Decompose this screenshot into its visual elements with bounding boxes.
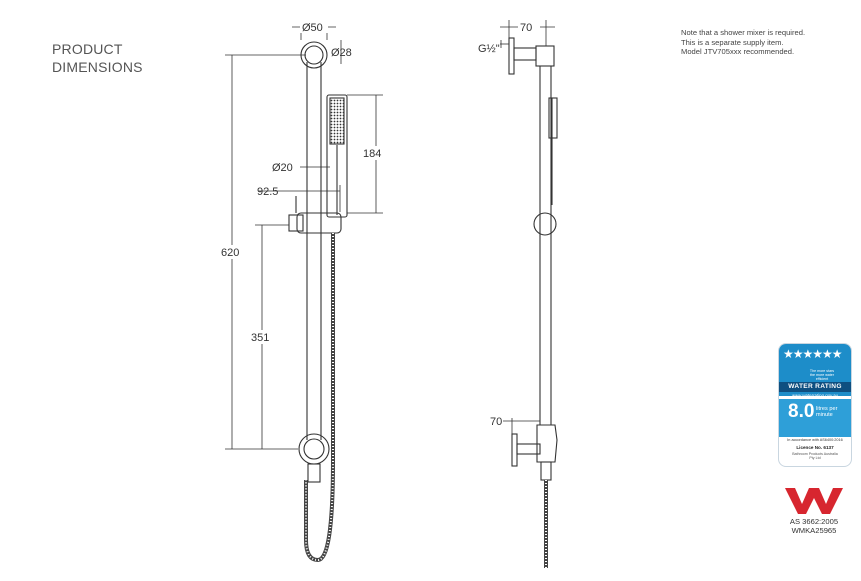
bottom-outlet-connector xyxy=(307,463,321,483)
water-rating-unit: litres per minute xyxy=(816,406,838,418)
front-view-dimensions xyxy=(225,20,383,450)
water-rating-url: www.waterrating.gov.au xyxy=(791,393,839,398)
watermark-w-icon xyxy=(785,488,843,514)
water-rating-tagline: The more stars the more water efficient xyxy=(809,369,835,381)
hose xyxy=(304,233,335,563)
bottom-outlet-body xyxy=(536,424,558,463)
handpiece-spray-face xyxy=(329,97,345,145)
side-view xyxy=(508,37,558,568)
dim-side-depth-top: 70 xyxy=(520,22,532,34)
water-rating-stars: ★★★★★★ xyxy=(783,347,843,361)
heading-line-1: PRODUCT xyxy=(52,41,123,57)
note-line-3: Model JTV705xxx recommended. xyxy=(681,47,795,57)
bottom-outlet-arm xyxy=(516,443,541,455)
heading-line-2: DIMENSIONS xyxy=(52,59,143,75)
dim-handle-diameter: Ø20 xyxy=(272,162,293,174)
dim-side-depth-bottom: 70 xyxy=(490,416,502,428)
watermark-licence: WMKA25965 xyxy=(791,526,837,536)
dim-rail-diameter: Ø28 xyxy=(331,47,352,59)
water-rating-holder: Bathroom Products Australia Pty Ltd xyxy=(792,452,838,461)
dim-rail-mount-diameter: Ø50 xyxy=(302,22,323,34)
top-inlet-arm xyxy=(513,47,537,61)
top-mount-head xyxy=(535,45,555,67)
bottom-wall-flange xyxy=(511,433,518,467)
bottom-hose-connector xyxy=(540,461,552,481)
side-slider-knob xyxy=(533,212,557,236)
mixer-note: Note that a shower mixer is required. Th… xyxy=(681,28,805,57)
note-line-1: Note that a shower mixer is required. xyxy=(681,28,806,37)
front-view xyxy=(288,41,348,563)
dim-lower-height: 351 xyxy=(251,332,269,344)
water-rating-accordance: In accordance with AS6400:2016 xyxy=(787,438,843,442)
bottom-outlet-inner xyxy=(303,438,325,460)
hose-coil xyxy=(305,233,334,562)
dim-overall-height: 620 xyxy=(221,247,239,259)
water-rating-licence: Licence No. 6137 xyxy=(796,445,834,450)
water-rating-title: WATER RATING xyxy=(779,382,851,392)
side-handpiece-head xyxy=(548,97,558,139)
watermark-standard: AS 3662:2005 xyxy=(789,517,839,526)
dim-inlet-thread: G½" xyxy=(478,43,500,55)
note-line-2: This is a separate supply item. xyxy=(681,37,784,47)
side-view-dimensions xyxy=(500,20,555,434)
water-rating-value: 8.0 xyxy=(788,401,815,422)
front-view-labels: Ø50 Ø28 184 Ø20 92.5 620 351 xyxy=(219,20,387,344)
product-dimensions-heading: PRODUCT DIMENSIONS xyxy=(52,40,143,76)
top-mount-inner xyxy=(304,45,324,65)
watermark-text: AS 3662:2005 WMKA25965 xyxy=(779,517,849,536)
slider-bracket xyxy=(296,212,342,234)
slider-knob xyxy=(288,214,304,232)
dim-bracket-offset: 92.5 xyxy=(257,186,278,198)
dim-handpiece-length: 184 xyxy=(363,148,381,160)
top-wall-flange xyxy=(508,37,515,75)
side-view-labels: 70 G½" 70 xyxy=(478,20,540,428)
water-rating-label-icon: ★★★★★★ The more stars the more water eff… xyxy=(778,343,852,467)
handpiece xyxy=(326,94,348,218)
